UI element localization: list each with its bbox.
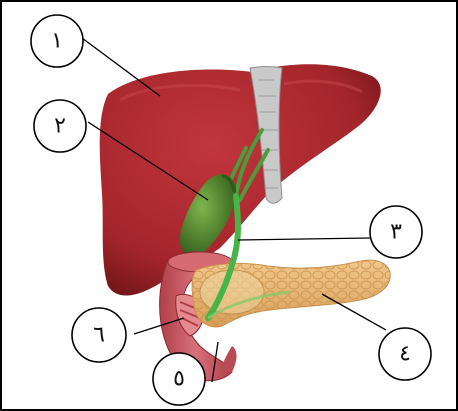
label-3-marker: ٣ — [370, 206, 422, 258]
label-4-marker: ٤ — [379, 328, 431, 380]
label-6-marker: ٦ — [72, 308, 126, 362]
label-1-marker: ١ — [31, 15, 83, 67]
label-5-text: ٥ — [173, 367, 185, 392]
label-6-text: ٦ — [93, 323, 105, 348]
label-4-text: ٤ — [399, 342, 411, 367]
label-1-text: ١ — [51, 29, 63, 54]
label-2-marker: ٢ — [34, 100, 86, 152]
label-5-marker: ٥ — [153, 353, 205, 405]
label-3-text: ٣ — [390, 220, 402, 245]
label-2-text: ٢ — [54, 114, 66, 139]
